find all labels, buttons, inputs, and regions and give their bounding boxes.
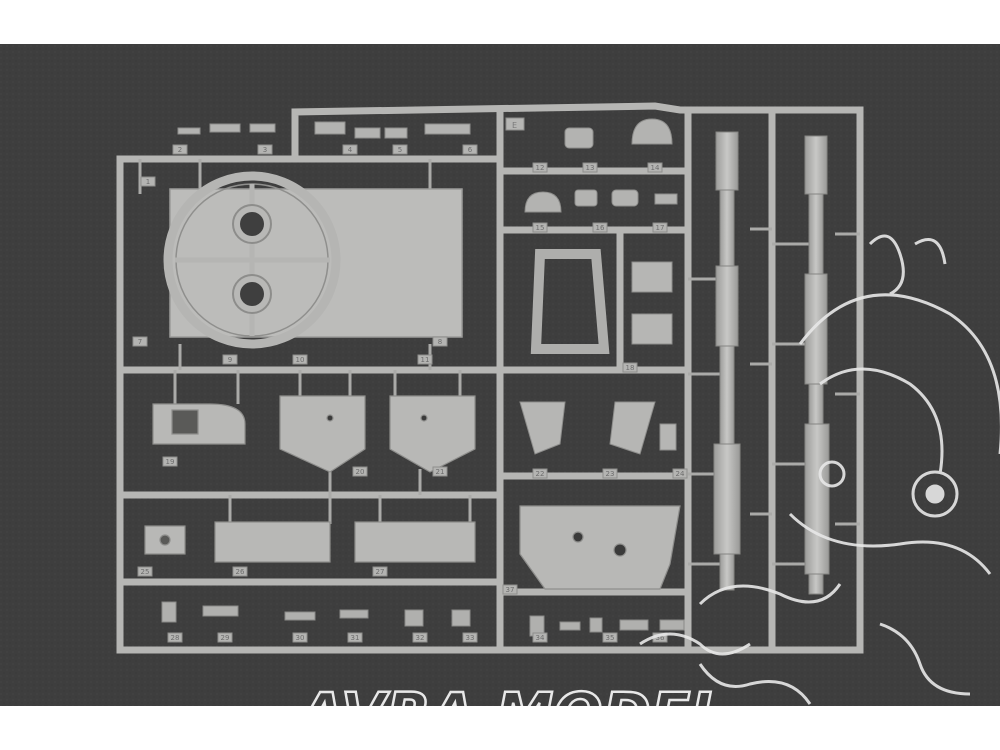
part-tag bbox=[217, 632, 233, 643]
part-number: 13 bbox=[586, 164, 595, 172]
part-number: 15 bbox=[536, 224, 545, 232]
part-number: 17 bbox=[656, 224, 665, 232]
part-tag bbox=[162, 456, 178, 467]
part-tag bbox=[417, 354, 433, 365]
turret-ring bbox=[163, 171, 341, 349]
part-tag bbox=[532, 222, 548, 233]
armor-parts bbox=[152, 395, 476, 473]
part-tag bbox=[347, 632, 363, 643]
small-boxes bbox=[519, 261, 677, 455]
part-tag bbox=[432, 466, 448, 477]
part-number: 27 bbox=[376, 568, 385, 576]
part-number: 35 bbox=[606, 634, 615, 642]
part-number: 31 bbox=[351, 634, 360, 642]
part-tag bbox=[602, 468, 618, 479]
part-tag bbox=[647, 162, 663, 173]
part-tag bbox=[592, 222, 608, 233]
part-tag bbox=[140, 176, 156, 187]
part-tag bbox=[412, 632, 428, 643]
part-number: 8 bbox=[438, 338, 442, 346]
part-number: 33 bbox=[466, 634, 475, 642]
part-number: 11 bbox=[421, 356, 430, 364]
watermark-brand: AVRA MODEL bbox=[296, 680, 727, 706]
part-tag bbox=[172, 144, 188, 155]
part-tag bbox=[432, 336, 448, 347]
watermark-mascot bbox=[639, 234, 1000, 705]
part-number: 23 bbox=[606, 470, 615, 478]
part-number: 20 bbox=[356, 468, 365, 476]
part-tag bbox=[532, 468, 548, 479]
part-number: 10 bbox=[296, 356, 305, 364]
part-number: 18 bbox=[626, 364, 635, 372]
part-tag bbox=[532, 632, 548, 643]
part-number: 1 bbox=[146, 178, 150, 186]
part-number: 24 bbox=[676, 470, 685, 478]
part-number: 37 bbox=[506, 586, 515, 594]
lower-parts bbox=[144, 505, 681, 590]
part-tag bbox=[532, 162, 548, 173]
part-tag bbox=[372, 566, 388, 577]
part-number: 9 bbox=[228, 356, 232, 364]
sprue-photo: E 12345678910111213141516171819202122232… bbox=[0, 44, 1000, 706]
part-number: 5 bbox=[398, 146, 402, 154]
part-tag bbox=[462, 632, 478, 643]
part-tag bbox=[257, 144, 273, 155]
part-tag bbox=[652, 222, 668, 233]
part-number: 16 bbox=[596, 224, 605, 232]
part-number: 19 bbox=[166, 458, 175, 466]
part-number: 29 bbox=[221, 634, 230, 642]
small-parts-bottom bbox=[161, 601, 685, 637]
part-number: 26 bbox=[236, 568, 245, 576]
part-tag bbox=[602, 632, 618, 643]
part-tag bbox=[132, 336, 148, 347]
part-number: 7 bbox=[138, 338, 142, 346]
part-number: 32 bbox=[416, 634, 425, 642]
sprue-letter: E bbox=[512, 121, 517, 130]
part-number: 36 bbox=[656, 634, 665, 642]
gun-barrel-right bbox=[804, 135, 830, 595]
part-number: 22 bbox=[536, 470, 545, 478]
part-tag bbox=[222, 354, 238, 365]
part-number: 6 bbox=[468, 146, 473, 154]
part-tag bbox=[292, 354, 308, 365]
part-tag bbox=[292, 632, 308, 643]
part-tag bbox=[352, 466, 368, 477]
part-tag bbox=[232, 566, 248, 577]
part-number: 3 bbox=[263, 146, 267, 154]
part-number: 21 bbox=[436, 468, 445, 476]
part-tag bbox=[342, 144, 358, 155]
part-tag bbox=[137, 566, 153, 577]
hatch-frame bbox=[530, 249, 610, 354]
small-parts-top bbox=[177, 118, 678, 213]
part-number: 25 bbox=[141, 568, 150, 576]
part-number: 28 bbox=[171, 634, 180, 642]
gun-barrel-left bbox=[713, 131, 741, 591]
part-number: 30 bbox=[296, 634, 305, 642]
part-tag bbox=[502, 584, 518, 595]
part-number: 14 bbox=[651, 164, 660, 172]
part-tag bbox=[622, 362, 638, 373]
part-number: 4 bbox=[348, 146, 353, 154]
part-tag bbox=[582, 162, 598, 173]
part-tag bbox=[167, 632, 183, 643]
part-number: 12 bbox=[536, 164, 545, 172]
part-tag bbox=[462, 144, 478, 155]
part-tag bbox=[672, 468, 688, 479]
part-number: 34 bbox=[536, 634, 545, 642]
part-number: 2 bbox=[178, 146, 182, 154]
part-tag bbox=[392, 144, 408, 155]
sprue-gates bbox=[138, 159, 860, 566]
